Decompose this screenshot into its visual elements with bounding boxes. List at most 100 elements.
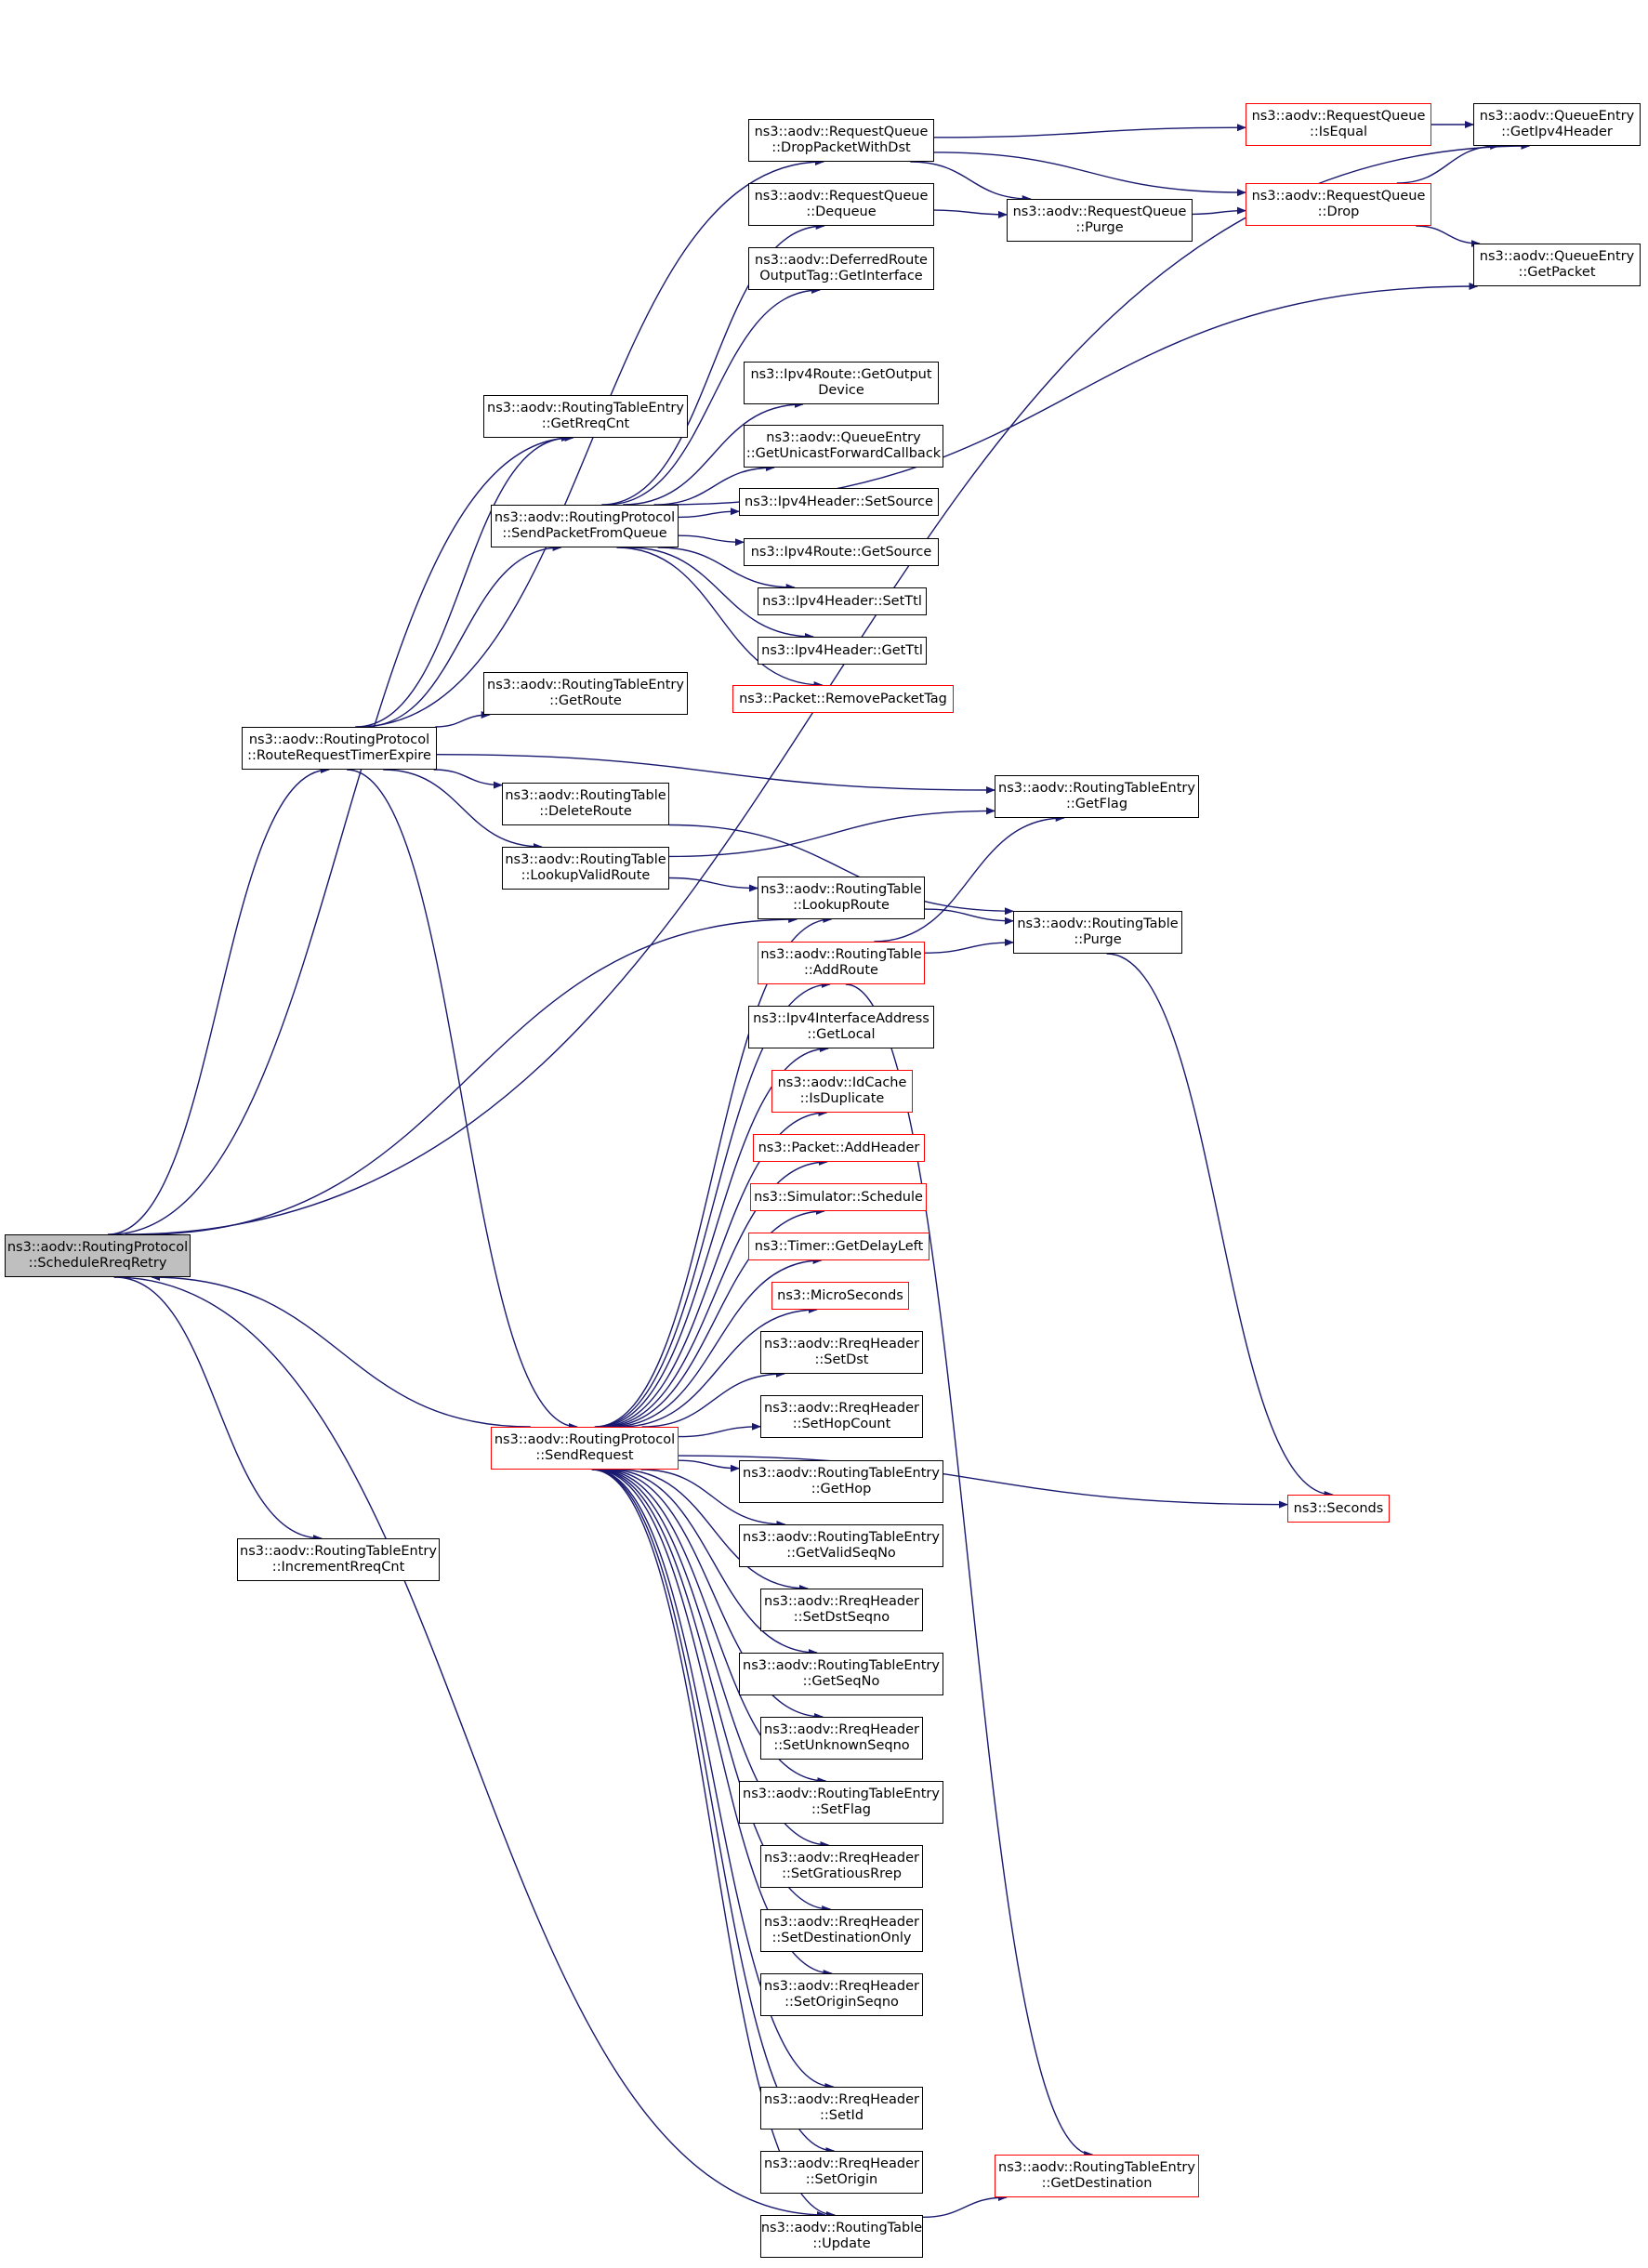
edge-rq_drop-to-qe_getpacket (1416, 225, 1481, 247)
node-label-line: ::AddRoute (804, 963, 878, 978)
node-microseconds[interactable]: ns3::MicroSeconds (771, 1282, 909, 1310)
node-routingprotocol-sendpacketfromqueue[interactable]: ns3::aodv::RoutingProtocol::SendPacketFr… (491, 505, 679, 547)
edge-rt_update-to-rte_getdest (922, 2194, 1008, 2218)
edge-rt_addroute-to-rte_getdest (845, 983, 1094, 2158)
node-rreqheader-setorigin[interactable]: ns3::aodv::RreqHeader::SetOrigin (760, 2151, 923, 2194)
edge-rt_purge-to-seconds (1106, 953, 1334, 1498)
node-ipv4route-getsource[interactable]: ns3::Ipv4Route::GetSource (744, 538, 939, 566)
node-queueentry-getunicastforwardcallback[interactable]: ns3::aodv::QueueEntry::GetUnicastForward… (744, 425, 943, 468)
node-queueentry-getipv4header[interactable]: ns3::aodv::QueueEntry::GetIpv4Header (1473, 103, 1641, 146)
node-routingtable-purge[interactable]: ns3::aodv::RoutingTable::Purge (1013, 911, 1182, 954)
node-rreqheader-sethopcount[interactable]: ns3::aodv::RreqHeader::SetHopCount (760, 1395, 923, 1438)
node-label-line: ns3::MicroSeconds (777, 1287, 903, 1303)
edge-sendreq-to-rreq_sethop (678, 1422, 761, 1438)
edge-sendreq-to-ipv4ia_getlocal (597, 1045, 829, 1428)
node-label-line: Device (818, 383, 864, 398)
node-routingtableentry-getdestination[interactable]: ns3::aodv::RoutingTableEntry::GetDestina… (995, 2155, 1199, 2197)
node-label-line: ns3::aodv::RoutingProtocol (7, 1240, 189, 1255)
edge-sendreq-to-rte_setflag (600, 1469, 827, 1785)
node-label-line: OutputTag::GetInterface (759, 269, 923, 284)
node-rreqheader-setoriginseqno[interactable]: ns3::aodv::RreqHeader::SetOriginSeqno (760, 1973, 923, 2016)
edge-spfq-to-pkt_removetag (616, 547, 824, 689)
node-label-line: ns3::aodv::RoutingTableEntry (998, 781, 1195, 796)
node-routingtable-addroute[interactable]: ns3::aodv::RoutingTable::AddRoute (758, 942, 925, 984)
edge-spfq-to-rq_dequeue (601, 222, 825, 506)
edge-sendreq-to-rte_gethop (678, 1459, 740, 1472)
node-requestqueue-drop[interactable]: ns3::aodv::RequestQueue::Drop (1246, 183, 1431, 226)
node-rreqheader-setdst[interactable]: ns3::aodv::RreqHeader::SetDst (760, 1331, 923, 1374)
node-routingtable-update[interactable]: ns3::aodv::RoutingTable::Update (760, 2215, 923, 2258)
node-routingtableentry-setflag[interactable]: ns3::aodv::RoutingTableEntry::SetFlag (739, 1781, 943, 1824)
edge-sendreq-to-pkt_addheader (602, 1158, 828, 1428)
node-rreqheader-setgratiousrrep[interactable]: ns3::aodv::RreqHeader::SetGratiousRrep (760, 1845, 923, 1888)
node-label-line: ns3::aodv::DeferredRoute (755, 253, 928, 268)
node-label-line: ns3::aodv::RoutingTable (760, 2221, 923, 2235)
node-label-line: ns3::Packet::AddHeader (758, 1140, 920, 1155)
edge-rt_addroute-to-rte_getflag (874, 814, 1065, 943)
edge-spfq-to-ipv4r_getdev (623, 401, 804, 506)
node-label-line: ::SetUnknownSeqno (773, 1738, 910, 1753)
edge-spfq-to-ipv4h_setsrc (678, 508, 740, 519)
node-packet-addheader[interactable]: ns3::Packet::AddHeader (753, 1134, 925, 1162)
node-label-line: ::SetOriginSeqno (784, 1995, 899, 2010)
node-rreqheader-setdstseqno[interactable]: ns3::aodv::RreqHeader::SetDstSeqno (760, 1589, 923, 1631)
edge-spfq-to-dro_getif (605, 286, 822, 506)
node-simulator-schedule[interactable]: ns3::Simulator::Schedule (750, 1183, 927, 1211)
node-label-line: ns3::aodv::RoutingTableEntry (743, 1530, 940, 1545)
edge-rrte-to-getrreqcnt (355, 434, 571, 728)
node-routingtableentry-getroute[interactable]: ns3::aodv::RoutingTableEntry::GetRoute (483, 672, 688, 715)
node-requestqueue-droppacketwithdst[interactable]: ns3::aodv::RequestQueue::DropPacketWithD… (748, 119, 934, 162)
node-ipv4header-setsource[interactable]: ns3::Ipv4Header::SetSource (739, 488, 939, 516)
node-idcache-isduplicate[interactable]: ns3::aodv::IdCache::IsDuplicate (771, 1070, 913, 1113)
node-ipv4header-setttl[interactable]: ns3::Ipv4Header::SetTtl (758, 587, 927, 615)
node-label-line: ns3::aodv::RoutingProtocol (494, 510, 676, 525)
node-label-line: ns3::aodv::RoutingTableEntry (743, 1787, 940, 1801)
node-label-line: ::DeleteRoute (539, 804, 632, 819)
edge-rq_dropdst-to-rq_isequal (933, 124, 1246, 138)
node-label-line: ::LookupValidRoute (521, 868, 651, 883)
node-label-line: ::DropPacketWithDst (771, 140, 911, 155)
node-routingtableentry-getvalidseqno[interactable]: ns3::aodv::RoutingTableEntry::GetValidSe… (739, 1524, 943, 1567)
node-label-line: ::GetSeqNo (802, 1674, 880, 1689)
node-seconds[interactable]: ns3::Seconds (1287, 1495, 1390, 1523)
node-requestqueue-isequal[interactable]: ns3::aodv::RequestQueue::IsEqual (1246, 103, 1431, 146)
node-label-line: ns3::aodv::RoutingProtocol (248, 732, 430, 747)
node-routingprotocol-routerequesttimerexpire[interactable]: ns3::aodv::RoutingProtocol::RouteRequest… (242, 727, 437, 770)
node-rreqheader-setdestinationonly[interactable]: ns3::aodv::RreqHeader::SetDestinationOnl… (760, 1909, 923, 1952)
node-label-line: ::IsEqual (1309, 125, 1368, 139)
node-routingtableentry-getflag[interactable]: ns3::aodv::RoutingTableEntry::GetFlag (995, 775, 1199, 818)
edge-sendreq-to-idc_isdup (600, 1109, 828, 1428)
edge-rrte-to-rt_deleteroute (433, 769, 503, 789)
node-routingtable-lookupvalidroute[interactable]: ns3::aodv::RoutingTable::LookupValidRout… (502, 847, 669, 890)
node-queueentry-getpacket[interactable]: ns3::aodv::QueueEntry::GetPacket (1473, 244, 1641, 286)
node-routingtableentry-getseqno[interactable]: ns3::aodv::RoutingTableEntry::GetSeqNo (739, 1653, 943, 1695)
node-rreqheader-setunknownseqno[interactable]: ns3::aodv::RreqHeader::SetUnknownSeqno (760, 1717, 923, 1760)
node-label-line: ns3::aodv::RreqHeader (764, 1401, 919, 1416)
edge-sendreq-to-seconds (678, 1455, 1288, 1509)
node-label-line: ns3::Ipv4Route::GetOutput (750, 367, 932, 382)
node-routingprotocol-schedulerreqretry[interactable]: ns3::aodv::RoutingProtocol::ScheduleRreq… (5, 1234, 191, 1277)
node-packet-removepackettag[interactable]: ns3::Packet::RemovePacketTag (732, 685, 954, 713)
edge-rq_dropdst-to-rq_purge (910, 161, 1032, 203)
node-timer-getdelayleft[interactable]: ns3::Timer::GetDelayLeft (748, 1233, 929, 1260)
node-routingtableentry-getrreqcnt[interactable]: ns3::aodv::RoutingTableEntry::GetRreqCnt (483, 395, 688, 438)
edge-rrte-to-rt_lookupvalid (383, 769, 543, 850)
node-ipv4interfaceaddress-getlocal[interactable]: ns3::Ipv4InterfaceAddress::GetLocal (748, 1006, 934, 1048)
node-routingprotocol-sendrequest[interactable]: ns3::aodv::RoutingProtocol::SendRequest (491, 1427, 679, 1470)
node-routingtable-lookuproute[interactable]: ns3::aodv::RoutingTable::LookupRoute (758, 877, 925, 919)
node-label-line: ::SetFlag (811, 1802, 872, 1817)
node-requestqueue-dequeue[interactable]: ns3::aodv::RequestQueue::Dequeue (748, 183, 934, 226)
node-routingtableentry-incrementrreqcnt[interactable]: ns3::aodv::RoutingTableEntry::IncrementR… (237, 1538, 440, 1581)
node-routingtableentry-gethop[interactable]: ns3::aodv::RoutingTableEntry::GetHop (739, 1460, 943, 1503)
node-label-line: ::IsDuplicate (799, 1091, 885, 1106)
node-ipv4header-getttl[interactable]: ns3::Ipv4Header::GetTtl (758, 637, 927, 665)
node-label-line: ::Purge (1074, 932, 1122, 947)
edge-root-to-incr (114, 1276, 323, 1542)
node-requestqueue-purge[interactable]: ns3::aodv::RequestQueue::Purge (1007, 199, 1193, 242)
node-label-line: ns3::aodv::RreqHeader (764, 1722, 919, 1737)
node-rreqheader-setid[interactable]: ns3::aodv::RreqHeader::SetId (760, 2087, 923, 2130)
node-routingtable-deleteroute[interactable]: ns3::aodv::RoutingTable::DeleteRoute (502, 783, 669, 825)
